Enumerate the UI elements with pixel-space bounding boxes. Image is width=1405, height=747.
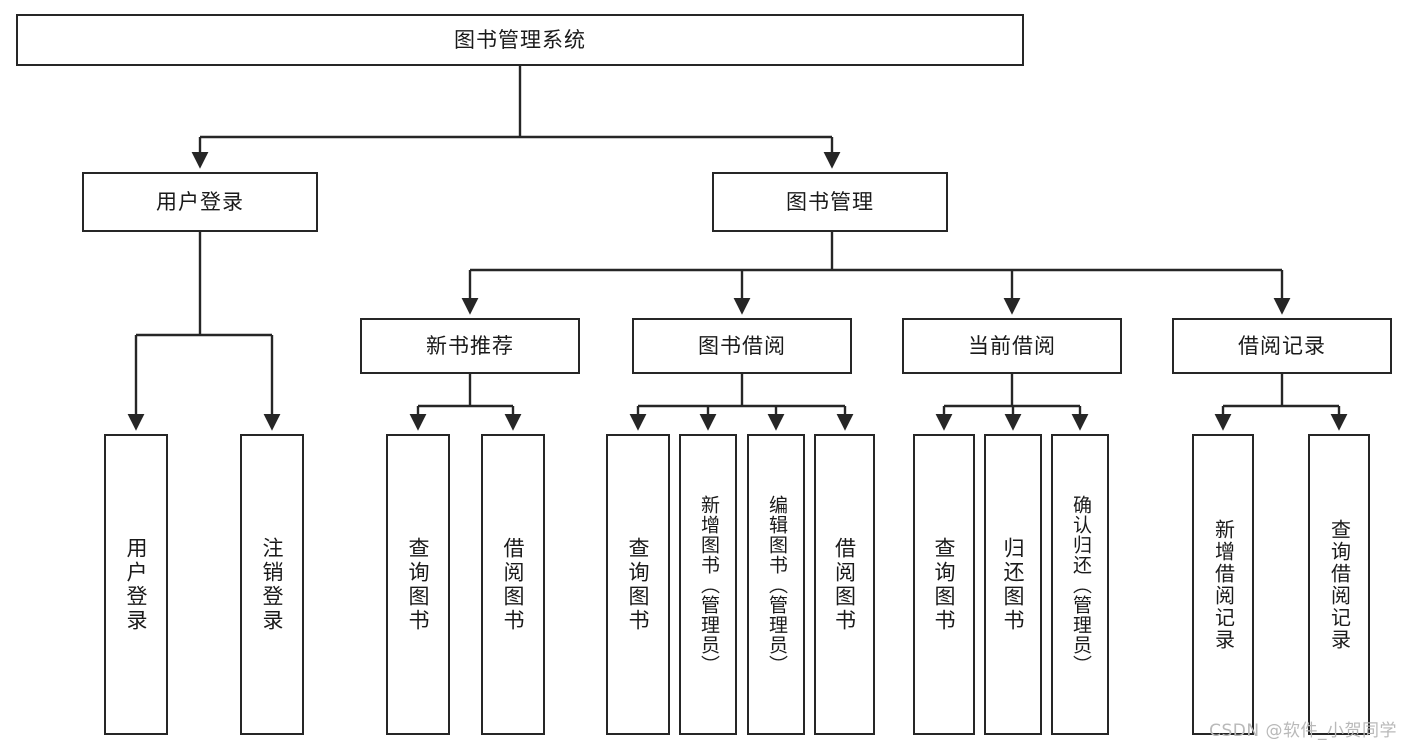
leaf-query-book-borrow-label: 查询图书 (626, 536, 651, 633)
node-root-label: 图书管理系统 (454, 27, 586, 52)
node-new-book-recommend[interactable]: 新书推荐 (360, 318, 580, 374)
leaf-query-borrow-record[interactable]: 查询借阅记录 (1308, 434, 1370, 735)
node-book-management[interactable]: 图书管理 (712, 172, 948, 232)
node-borrow-records[interactable]: 借阅记录 (1172, 318, 1392, 374)
leaf-borrow-book-label: 借阅图书 (832, 536, 857, 633)
leaf-confirm-return-admin[interactable]: 确认归还（管理员） (1051, 434, 1109, 735)
leaf-borrow-book-recommend-label: 借阅图书 (501, 536, 526, 633)
leaf-return-book[interactable]: 归还图书 (984, 434, 1042, 735)
leaf-user-login[interactable]: 用户登录 (104, 434, 168, 735)
node-user-login[interactable]: 用户登录 (82, 172, 318, 232)
node-book-borrow-label: 图书借阅 (698, 333, 786, 358)
leaf-user-login-label: 用户登录 (124, 536, 149, 633)
leaf-borrow-book-recommend[interactable]: 借阅图书 (481, 434, 545, 735)
leaf-user-logout-label: 注销登录 (260, 536, 285, 633)
leaf-borrow-book[interactable]: 借阅图书 (814, 434, 875, 735)
leaf-add-borrow-record-label: 新增借阅记录 (1211, 518, 1236, 651)
node-current-borrow[interactable]: 当前借阅 (902, 318, 1122, 374)
leaf-user-logout[interactable]: 注销登录 (240, 434, 304, 735)
node-borrow-records-label: 借阅记录 (1238, 333, 1326, 358)
node-current-borrow-label: 当前借阅 (968, 333, 1056, 358)
leaf-edit-book-admin-label: 编辑图书（管理员） (765, 494, 788, 675)
leaf-query-book-recommend[interactable]: 查询图书 (386, 434, 450, 735)
watermark: CSDN @软件_小贺同学 (1209, 721, 1397, 741)
node-book-borrow[interactable]: 图书借阅 (632, 318, 852, 374)
node-user-login-label: 用户登录 (156, 189, 244, 214)
leaf-query-borrow-record-label: 查询借阅记录 (1327, 518, 1352, 651)
node-root[interactable]: 图书管理系统 (16, 14, 1024, 66)
node-book-management-label: 图书管理 (786, 189, 874, 214)
leaf-add-borrow-record[interactable]: 新增借阅记录 (1192, 434, 1254, 735)
leaf-confirm-return-admin-label: 确认归还（管理员） (1069, 494, 1092, 675)
leaf-query-book-current-label: 查询图书 (932, 536, 957, 633)
leaf-edit-book-admin[interactable]: 编辑图书（管理员） (747, 434, 805, 735)
node-new-book-recommend-label: 新书推荐 (426, 333, 514, 358)
leaf-query-book-recommend-label: 查询图书 (406, 536, 431, 633)
leaf-add-book-admin-label: 新增图书（管理员） (697, 494, 720, 675)
leaf-query-book-borrow[interactable]: 查询图书 (606, 434, 670, 735)
leaf-add-book-admin[interactable]: 新增图书（管理员） (679, 434, 737, 735)
leaf-return-book-label: 归还图书 (1001, 536, 1026, 633)
leaf-query-book-current[interactable]: 查询图书 (913, 434, 975, 735)
